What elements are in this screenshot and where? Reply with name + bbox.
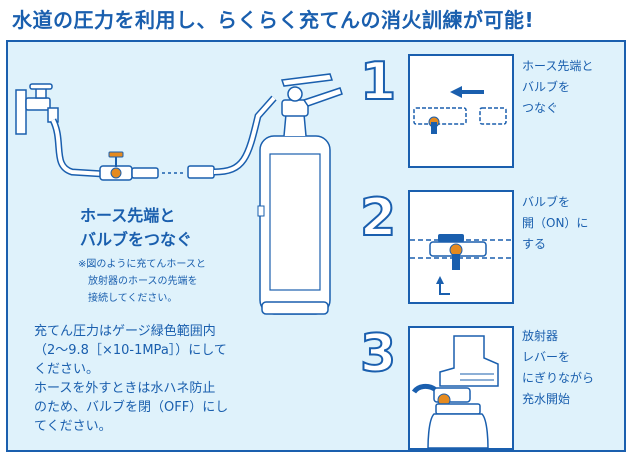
hose-connect-heading: ホース先端と バルブをつなぐ	[80, 204, 192, 252]
step-1-number: 1	[359, 52, 397, 112]
step-1-illustration	[408, 54, 514, 168]
hose-title-line: ホース先端と	[80, 206, 176, 225]
step-text-line: レバーを	[522, 350, 571, 364]
step-text-line: 開（ON）に	[522, 216, 589, 230]
step-text-line: バルブを	[522, 195, 571, 209]
step-3-text: 放射器 レバーを にぎりながら 充水開始	[522, 326, 594, 410]
hose-title-line: バルブをつなぐ	[80, 230, 193, 249]
step-text-line: にぎりながら	[522, 371, 595, 385]
step-3-illustration	[408, 326, 514, 450]
hose-note: ※図のように充てんホースと 放射器のホースの先端を 接続してください。	[78, 256, 206, 307]
instruction-line: （2〜9.8［×10-1MPa］）にして	[34, 343, 227, 358]
step-text-line: ホース先端と	[522, 59, 594, 73]
instruction-line: ください。	[34, 362, 100, 377]
step-3-number: 3	[359, 324, 397, 384]
step-text-line: する	[522, 237, 547, 251]
note-text: ※図のように充てんホースと	[78, 259, 206, 270]
step-2-illustration	[408, 190, 514, 304]
extinguisher-hose-illustration	[15, 73, 343, 315]
instruction-line: てください。	[34, 419, 112, 434]
instruction-line: ホースを外すときは水ハネ防止	[34, 381, 216, 396]
step-1-text: ホース先端と バルブを つなぐ	[522, 56, 593, 119]
step-2-number: 2	[359, 188, 397, 248]
extinguisher-body	[257, 73, 343, 315]
step-text-line: 放射器	[522, 329, 559, 343]
step-2-text: バルブを 開（ON）に する	[522, 192, 588, 255]
instruction-line: 充てん圧力はゲージ緑色範囲内	[34, 324, 216, 339]
note-line: 接続してください。	[88, 293, 178, 304]
note-mark: ※	[78, 259, 87, 270]
step-text-line: バルブを	[522, 80, 571, 94]
arrow-left-icon	[450, 86, 462, 98]
hose-valve	[99, 151, 159, 181]
water-faucet	[15, 83, 59, 135]
page-title: 水道の圧力を利用し、らくらく充てんの消火訓練が可能!	[12, 8, 535, 32]
arrow-up-icon	[436, 276, 444, 284]
step-text-line: つなぐ	[522, 101, 559, 115]
step-text-line: 充水開始	[522, 392, 571, 406]
instruction-line: のため、バルブを閉（OFF）にし	[34, 400, 229, 415]
note-line: 放射器のホースの先端を	[88, 276, 198, 287]
pressure-instructions: 充てん圧力はゲージ緑色範囲内 （2〜9.8［×10-1MPa］）にして ください…	[34, 322, 228, 436]
note-line: 図のように充てんホースと	[86, 259, 206, 270]
hand-icon	[439, 335, 499, 387]
